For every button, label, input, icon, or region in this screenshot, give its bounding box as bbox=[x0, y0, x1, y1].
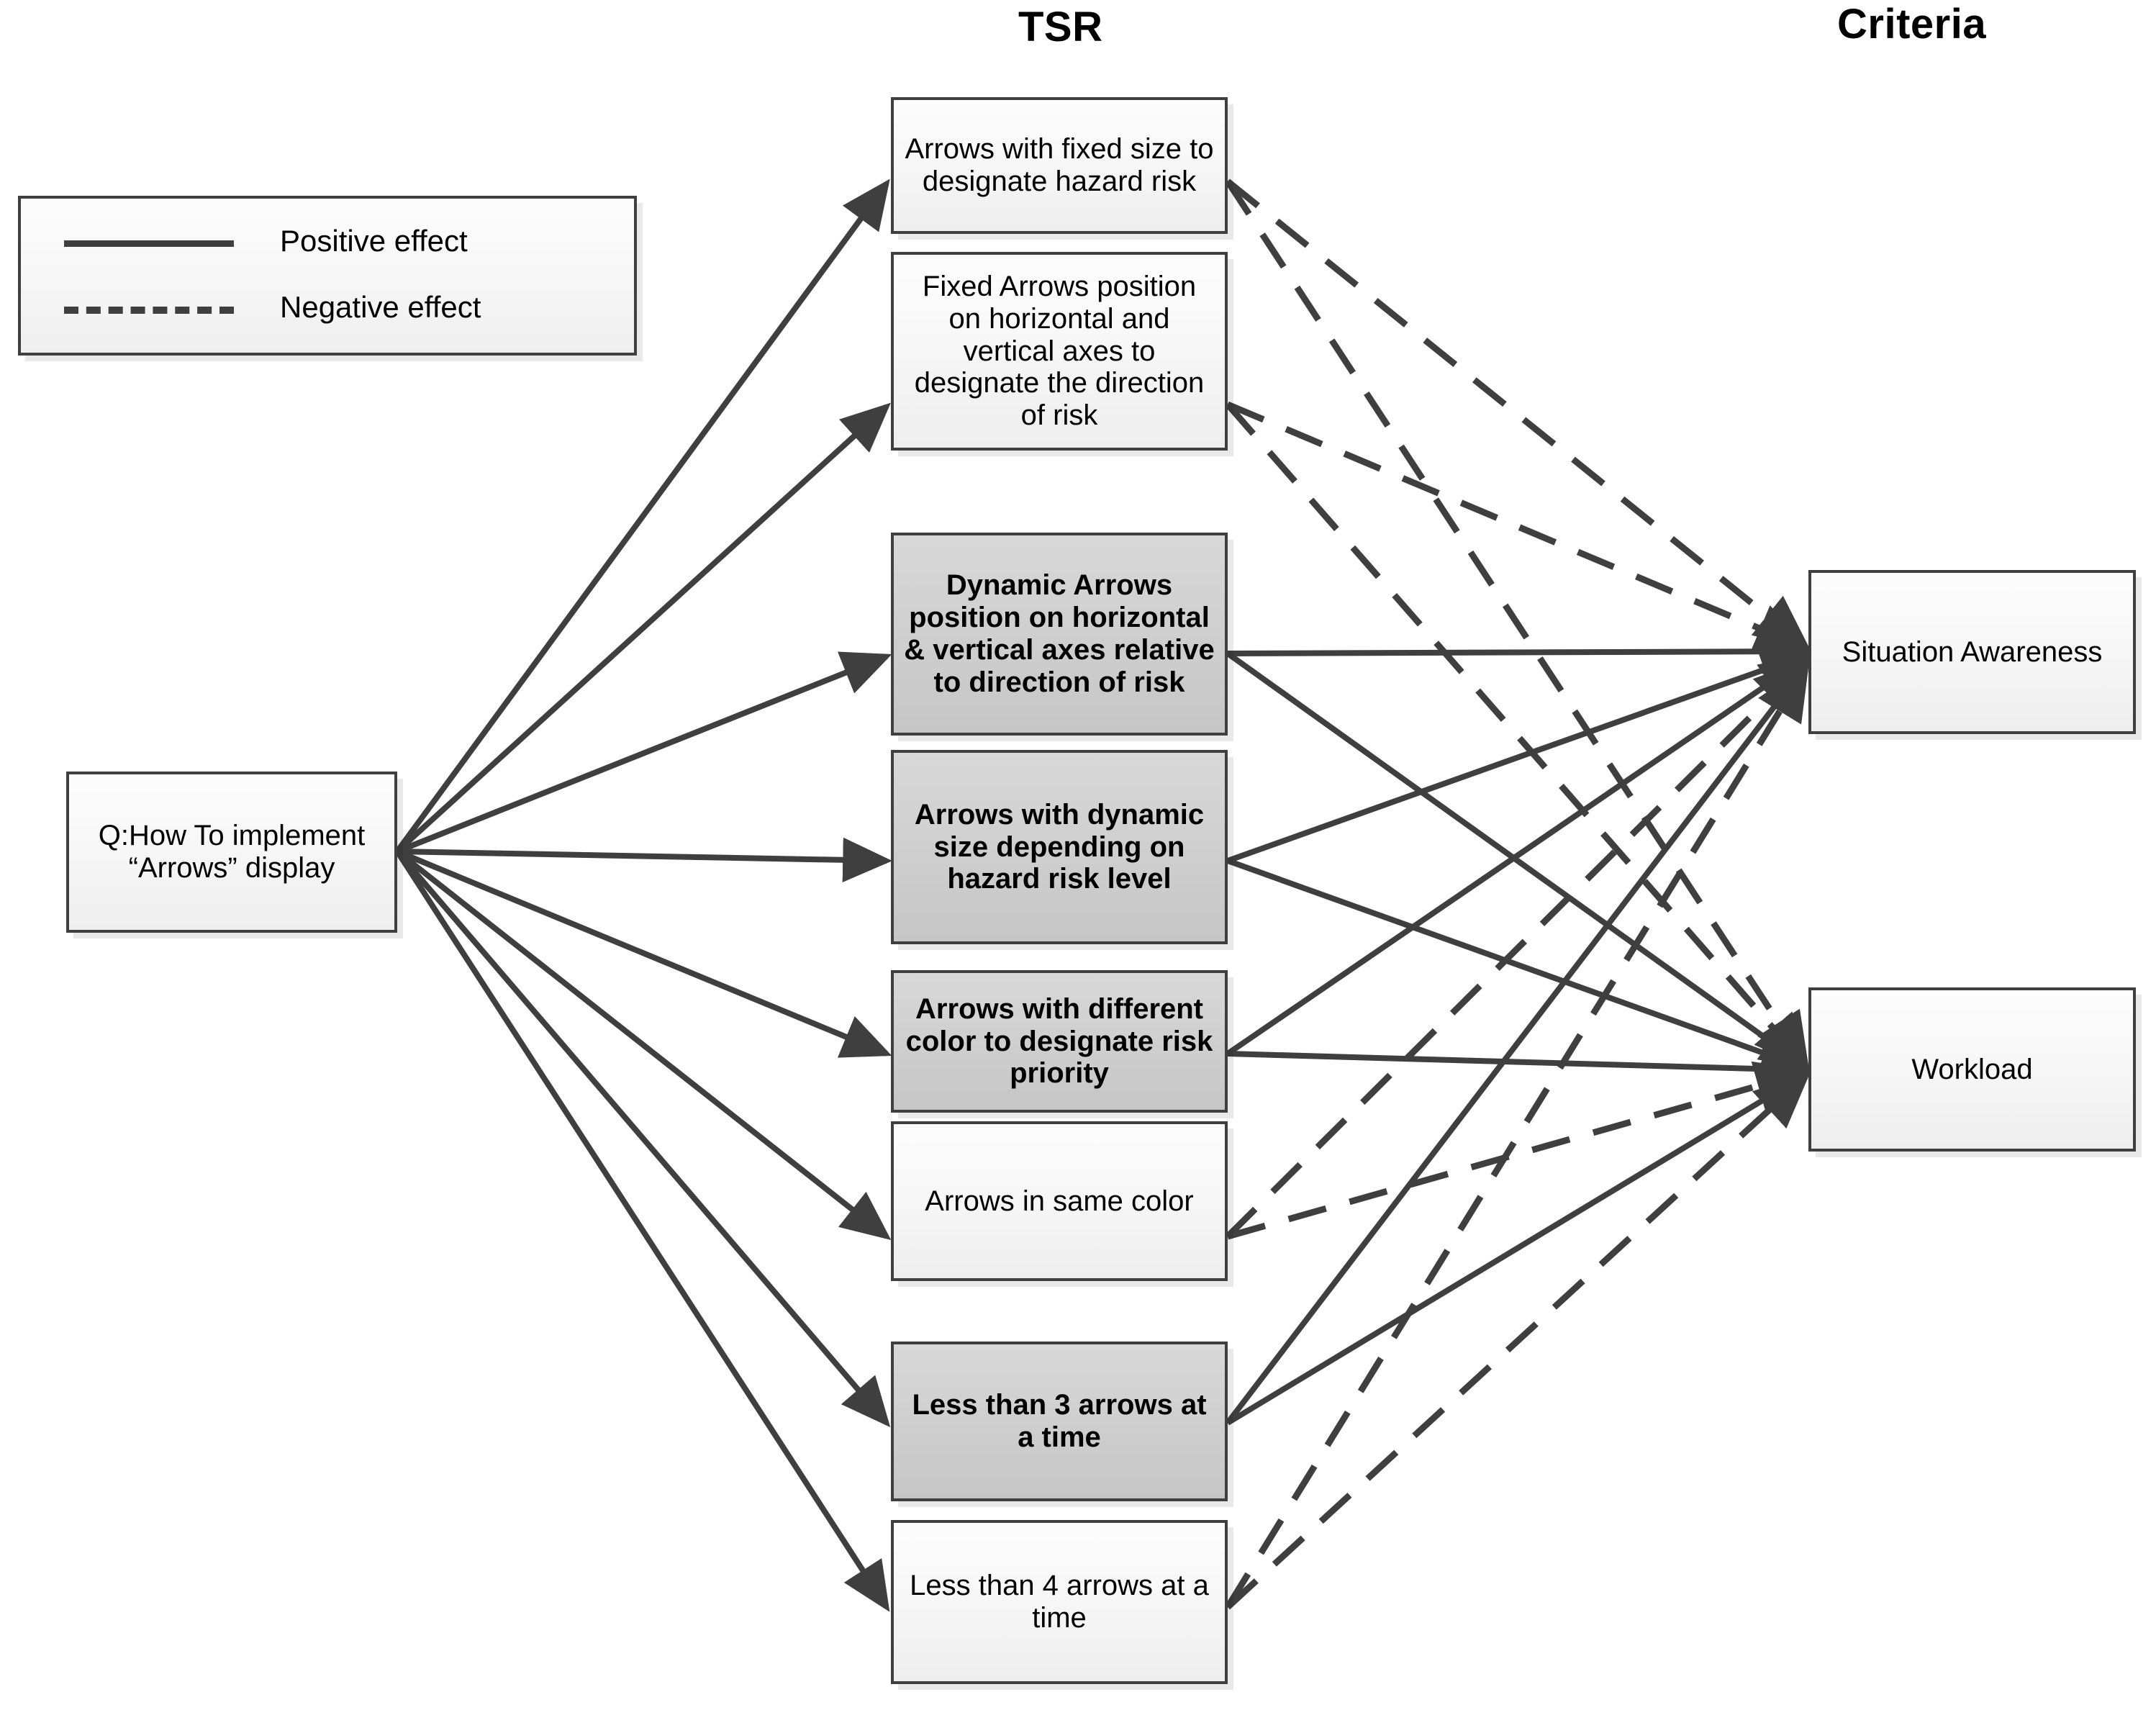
edge-tsr1-crit1 bbox=[1226, 178, 1811, 651]
criteria-node-label: Situation Awareness bbox=[1842, 635, 2103, 668]
legend-item-negative-effect: Negative effect bbox=[21, 291, 634, 324]
criteria-node-label: Workload bbox=[1911, 1053, 2033, 1085]
edge-tsr6-crit1 bbox=[1225, 657, 1811, 1239]
legend-label-positive: Positive effect bbox=[280, 224, 468, 258]
edge-tsr4-crit1 bbox=[1226, 648, 1811, 864]
edge-tsr8-crit1 bbox=[1225, 664, 1809, 1609]
tsr-node-arrows-different-color[interactable]: Arrows with different color to designate… bbox=[891, 970, 1228, 1113]
criteria-node-situation-awareness[interactable]: Situation Awareness bbox=[1808, 570, 2136, 734]
edge-tsr4-crit2 bbox=[1226, 858, 1811, 1075]
legend-item-positive-effect: Positive effect bbox=[21, 225, 634, 258]
tsr-node-arrows-fixed-size[interactable]: Arrows with fixed size to designate haza… bbox=[891, 97, 1228, 234]
legend: Positive effect Negative effect bbox=[18, 196, 637, 356]
tsr-node-less-than-4-arrows[interactable]: Less than 4 arrows at a time bbox=[891, 1520, 1228, 1684]
tsr-node-fixed-arrows-position[interactable]: Fixed Arrows position on horizontal and … bbox=[891, 252, 1228, 451]
edge-tsr3-crit1 bbox=[1227, 629, 1811, 674]
edge-tsr7-crit1 bbox=[1225, 661, 1809, 1425]
edges-question-to-tsr bbox=[394, 178, 892, 1612]
edge-tsr5-crit2 bbox=[1227, 1046, 1811, 1092]
tsr-node-label: Fixed Arrows position on horizontal and … bbox=[914, 271, 1205, 432]
question-node[interactable]: Q:How To implement “Arrows” display bbox=[66, 772, 397, 933]
tsr-node-label: Arrows with fixed size to designate haza… bbox=[905, 133, 1214, 197]
edge-q-tsr7 bbox=[394, 849, 891, 1428]
edge-q-tsr6 bbox=[395, 849, 892, 1240]
legend-label-negative: Negative effect bbox=[280, 290, 481, 324]
tsr-node-dynamic-arrows-position[interactable]: Dynamic Arrows position on horizontal & … bbox=[891, 533, 1228, 736]
edge-q-tsr3 bbox=[396, 651, 892, 854]
edge-tsr3-crit2 bbox=[1226, 651, 1811, 1070]
edge-q-tsr2 bbox=[395, 402, 891, 854]
tsr-node-arrows-dynamic-size[interactable]: Arrows with dynamic size depending on ha… bbox=[891, 750, 1228, 944]
tsr-node-label: Arrows in same color bbox=[925, 1185, 1194, 1217]
edge-q-tsr5 bbox=[396, 849, 892, 1058]
edge-tsr2-crit1 bbox=[1226, 401, 1812, 652]
edges-tsr-to-criteria bbox=[1225, 178, 1812, 1610]
edge-tsr8-crit2 bbox=[1225, 1072, 1811, 1610]
edge-tsr2-crit2 bbox=[1225, 402, 1810, 1070]
edge-tsr6-crit2 bbox=[1226, 1061, 1812, 1240]
column-header-tsr: TSR bbox=[1018, 4, 1103, 50]
legend-solid-line-icon bbox=[64, 240, 234, 247]
legend-dashed-line-icon bbox=[64, 307, 234, 314]
edge-tsr5-crit1 bbox=[1226, 655, 1811, 1057]
tsr-node-label: Dynamic Arrows position on horizontal & … bbox=[904, 569, 1215, 698]
edge-tsr1-crit2 bbox=[1225, 179, 1809, 1069]
column-header-criteria: Criteria bbox=[1837, 1, 1987, 48]
edge-q-tsr8 bbox=[394, 849, 890, 1612]
question-node-label: Q:How To implement “Arrows” display bbox=[98, 820, 366, 884]
tsr-node-label: Less than 4 arrows at a time bbox=[910, 1570, 1209, 1634]
criteria-node-workload[interactable]: Workload bbox=[1808, 987, 2136, 1152]
tsr-node-arrows-same-color[interactable]: Arrows in same color bbox=[891, 1121, 1228, 1281]
tsr-node-label: Arrows with different color to designate… bbox=[905, 992, 1213, 1090]
tsr-node-label: Less than 3 arrows at a time bbox=[912, 1389, 1207, 1453]
tsr-node-less-than-3-arrows[interactable]: Less than 3 arrows at a time bbox=[891, 1342, 1228, 1501]
tsr-node-label: Arrows with dynamic size depending on ha… bbox=[914, 798, 1205, 895]
edge-tsr7-crit2 bbox=[1226, 1071, 1811, 1426]
edge-q-tsr4 bbox=[397, 837, 892, 883]
